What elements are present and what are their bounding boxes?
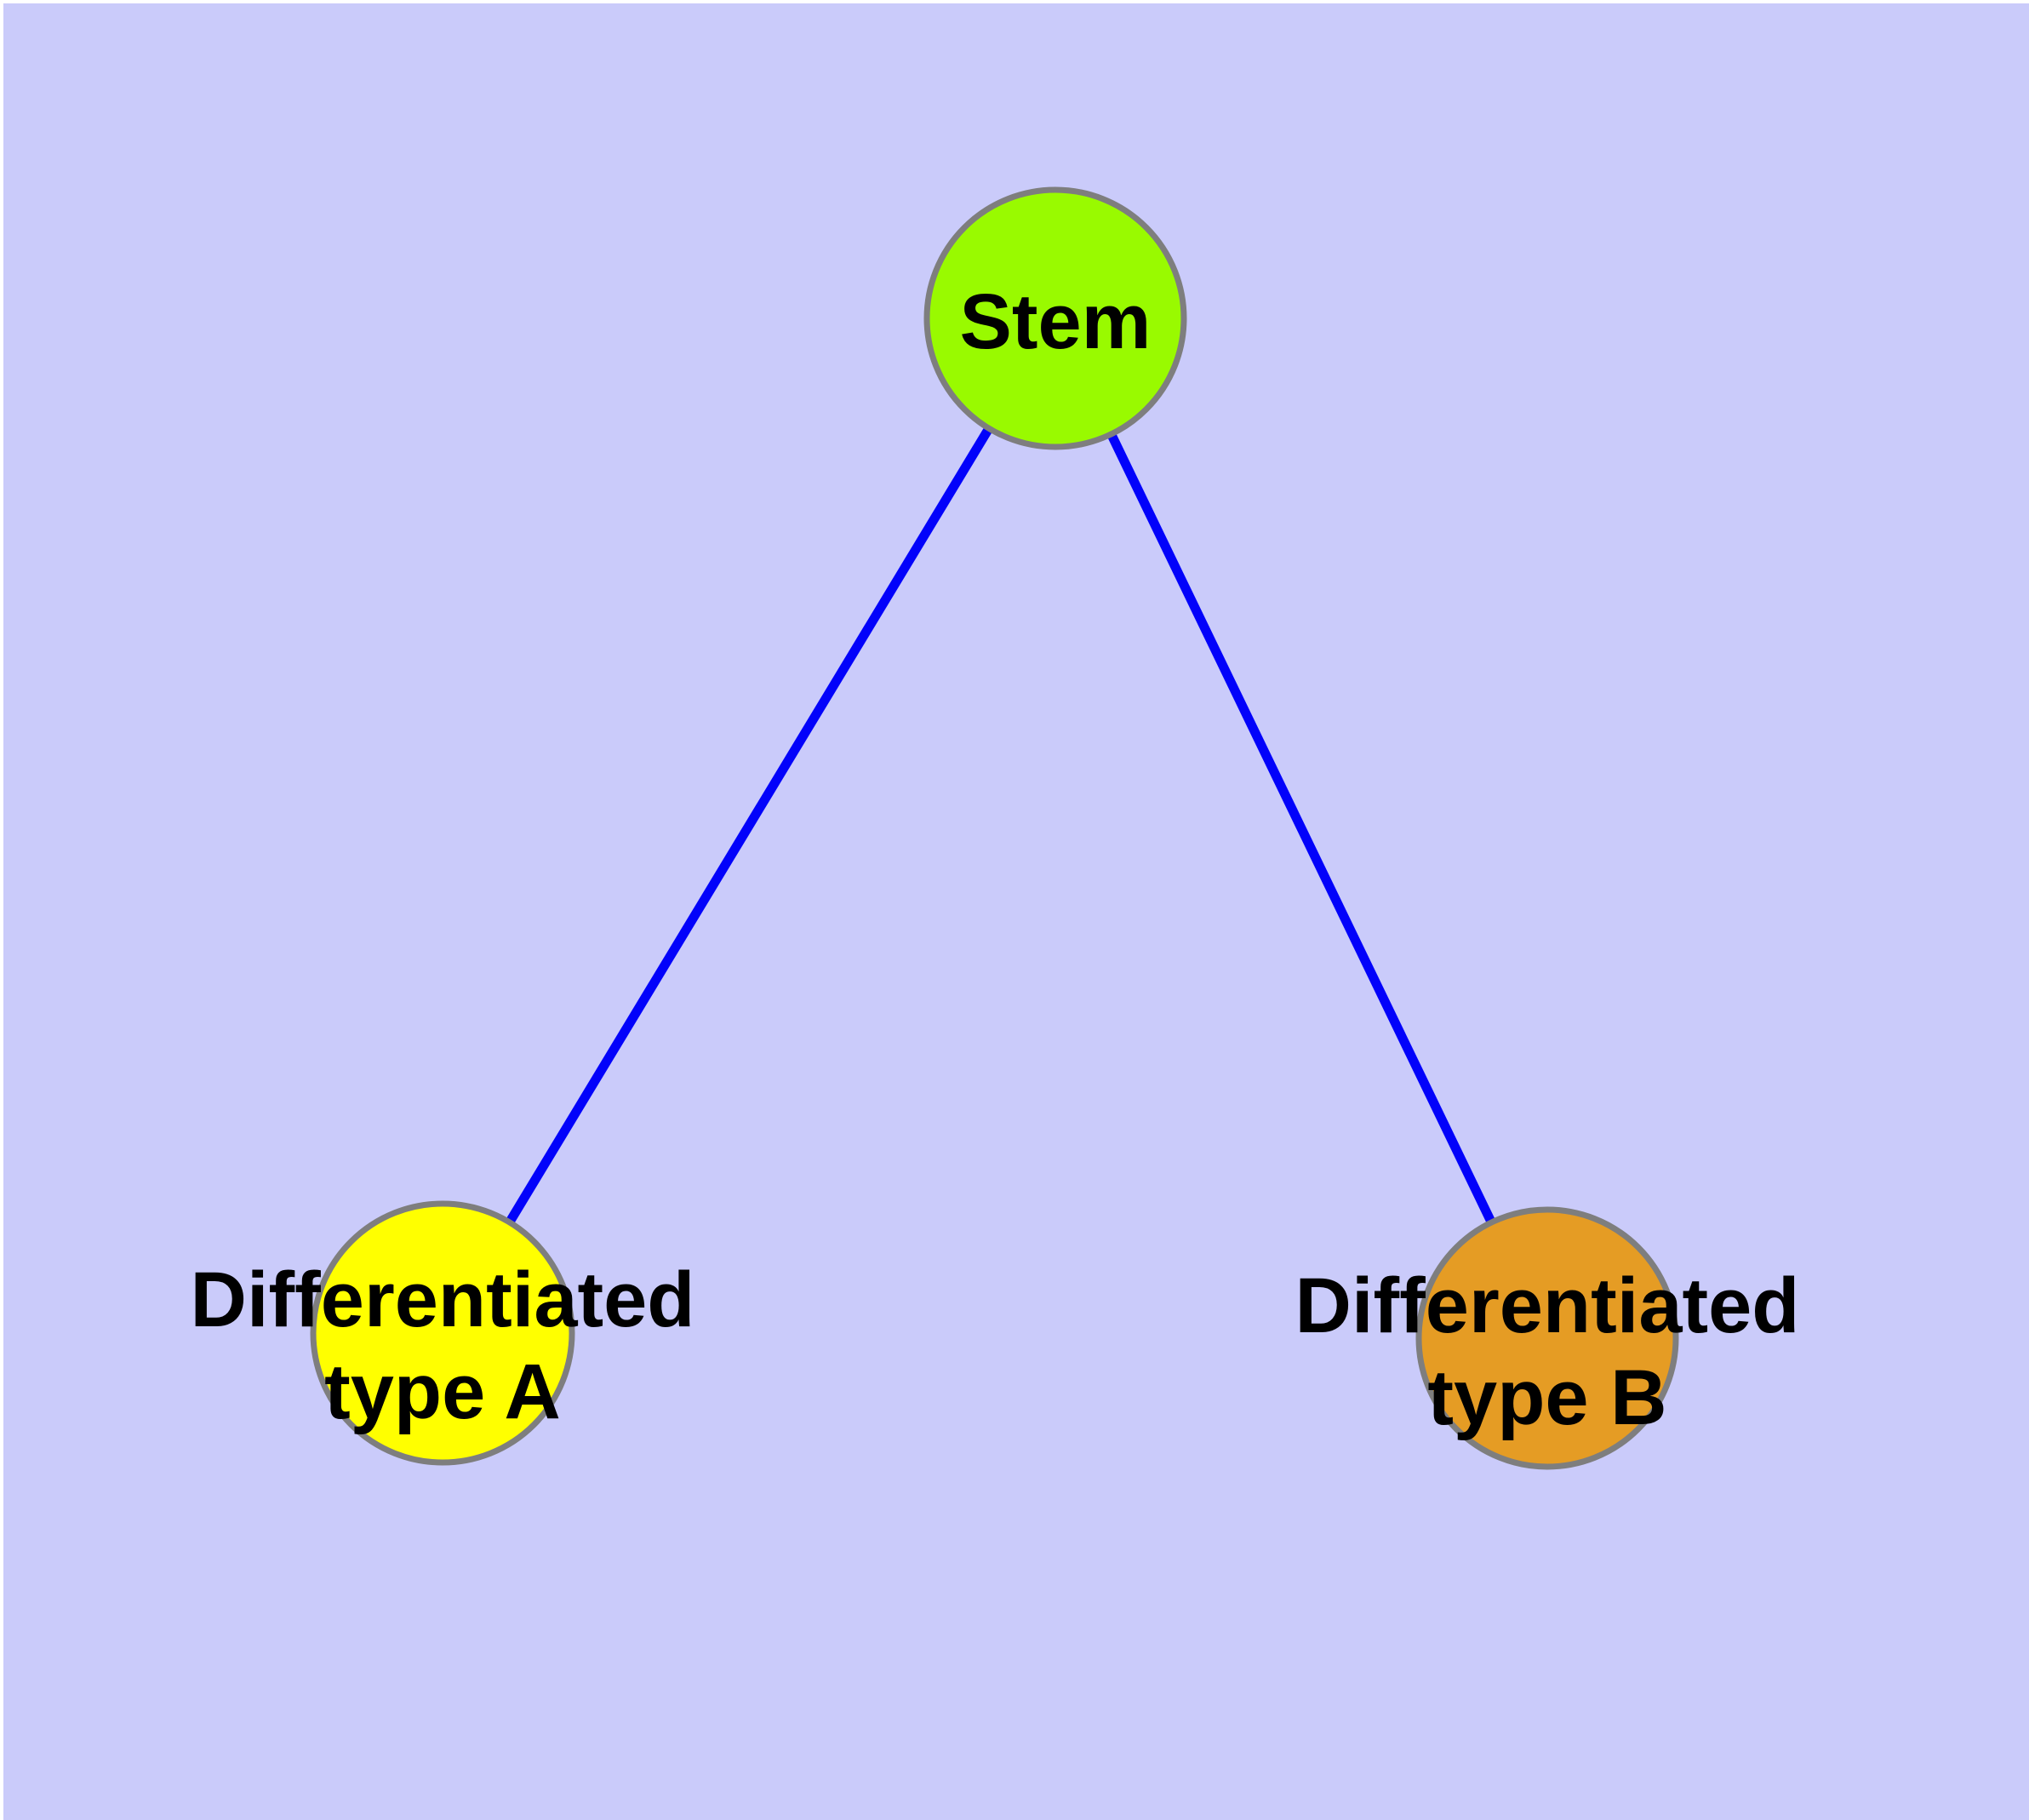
- edge-stem-to-type-b: [1051, 316, 1552, 1341]
- edge-stem-to-type-a: [438, 316, 1060, 1336]
- node-label-differentiated-type-a: Differentiated type A: [190, 1256, 695, 1435]
- node-label-stem: Stem: [959, 278, 1152, 365]
- node-stem: [923, 186, 1187, 450]
- node-differentiated-type-b: [1415, 1206, 1679, 1470]
- node-label-differentiated-type-b: Differentiated type B: [1295, 1262, 1800, 1441]
- node-differentiated-type-a: [310, 1200, 575, 1466]
